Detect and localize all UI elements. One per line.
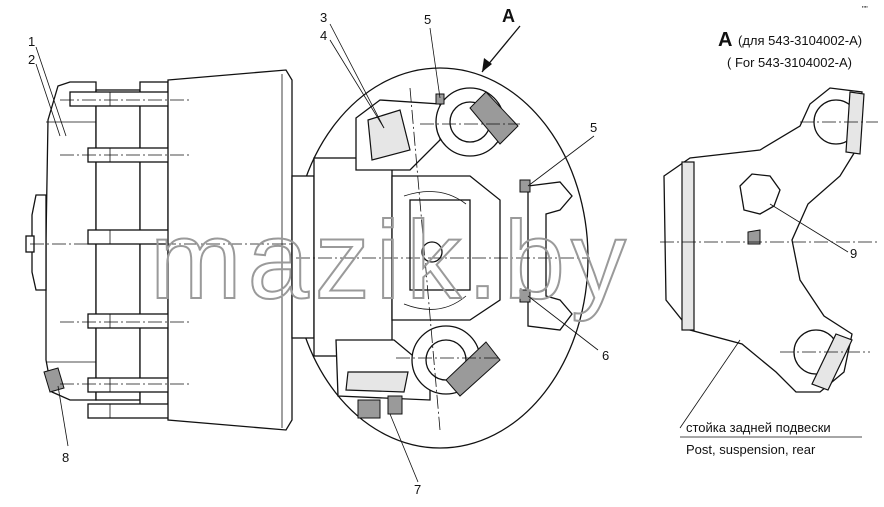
caption-ru: стойка задней подвески: [686, 420, 831, 435]
post-flange: [681, 161, 695, 331]
callout-5-top: 5: [424, 12, 431, 27]
caption-en: Post, suspension, rear: [686, 442, 816, 457]
callout-1: 1: [28, 34, 35, 49]
leader-lines: [35, 23, 849, 483]
yoke-body: [313, 157, 393, 357]
hub-cap-nut: [31, 194, 47, 291]
hub-assembly: [25, 69, 300, 431]
callout-4: 4: [320, 28, 327, 43]
side-cap: [527, 181, 573, 331]
view-letter: A: [502, 6, 515, 26]
post-bolt: [747, 229, 761, 245]
callout-9: 9: [850, 246, 857, 261]
callout-6: 6: [602, 348, 609, 363]
brake-drum: [167, 69, 293, 431]
drain-plug: [43, 367, 65, 393]
callout-5-right: 5: [590, 120, 597, 135]
callout-7: 7: [414, 482, 421, 497]
watermark: mazik.by: [150, 199, 632, 322]
header-ru: (для 543-3104002-А): [738, 33, 862, 48]
grease-fitting: [357, 399, 381, 419]
hub-flange: [95, 89, 141, 401]
callout-8: 8: [62, 450, 69, 465]
upper-cap: [469, 91, 519, 145]
corner-mark: "": [862, 5, 868, 14]
callout-2: 2: [28, 52, 35, 67]
post-pocket: [739, 173, 781, 215]
header-en: ( For 543-3104002-A): [727, 55, 852, 70]
post-body: [663, 87, 863, 393]
lower-cap: [445, 341, 501, 397]
header-letter: A: [718, 29, 732, 51]
callout-3: 3: [320, 10, 327, 25]
suspension-post: [660, 87, 880, 393]
cardan-joint: [291, 67, 590, 449]
